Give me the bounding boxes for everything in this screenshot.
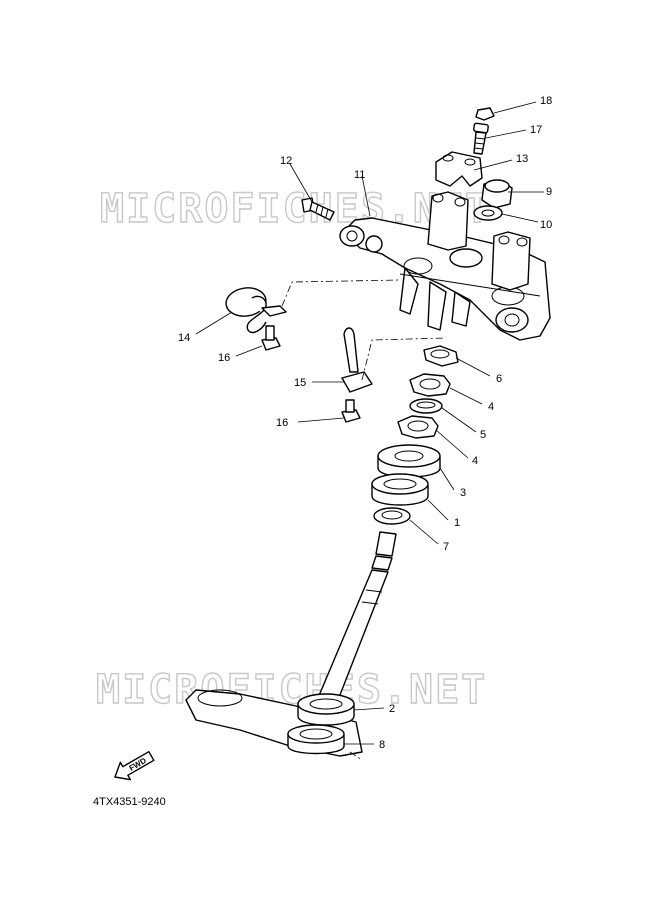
callout-6: 6 bbox=[496, 373, 502, 385]
steering-stem bbox=[317, 531, 397, 701]
seal-8 bbox=[287, 724, 345, 755]
upper-bracket bbox=[339, 191, 551, 341]
callout-4b: 4 bbox=[472, 455, 478, 467]
callout-10: 10 bbox=[540, 219, 552, 231]
callout-11: 11 bbox=[354, 169, 365, 181]
lock-washer-6 bbox=[423, 345, 459, 367]
ref-line-14 bbox=[281, 279, 401, 307]
bolt-12 bbox=[301, 197, 335, 221]
callout-14: 14 bbox=[178, 332, 190, 344]
callout-16a: 16 bbox=[218, 352, 230, 364]
callout-1: 1 bbox=[454, 517, 460, 529]
callout-labels: 18 17 13 9 10 11 12 14 16 6 15 4 16 5 4 … bbox=[178, 95, 552, 751]
cable-guide-15 bbox=[341, 327, 373, 393]
ref-line-15 bbox=[361, 337, 447, 381]
callout-13: 13 bbox=[516, 153, 528, 165]
callout-4a: 4 bbox=[488, 401, 494, 413]
callout-8: 8 bbox=[379, 739, 385, 751]
callout-9: 9 bbox=[546, 186, 552, 198]
callout-5: 5 bbox=[480, 429, 486, 441]
bearing-cover-3 bbox=[377, 444, 441, 478]
callout-16b: 16 bbox=[276, 417, 288, 429]
bolt-16a bbox=[261, 325, 281, 351]
callout-3: 3 bbox=[460, 487, 466, 499]
ball-race-1 bbox=[371, 473, 429, 506]
band-14 bbox=[225, 287, 287, 334]
handlebar-holder bbox=[435, 151, 483, 187]
cap-18 bbox=[475, 107, 495, 121]
seal-7 bbox=[373, 507, 411, 525]
ref-line-stem bbox=[349, 751, 363, 761]
washer-5 bbox=[409, 398, 443, 414]
callout-7: 7 bbox=[443, 541, 449, 553]
diagram-code: 4TX4351-9240 bbox=[93, 796, 166, 808]
ring-nut-4b bbox=[397, 415, 439, 439]
leader-lines bbox=[195, 101, 544, 745]
ring-nut-4a bbox=[409, 373, 451, 397]
callout-18: 18 bbox=[540, 95, 552, 107]
fwd-arrow-icon: FWD bbox=[114, 750, 155, 781]
washer-10 bbox=[473, 205, 503, 221]
callout-15: 15 bbox=[294, 377, 306, 389]
ball-race-2 bbox=[297, 693, 355, 726]
nut-9 bbox=[481, 179, 513, 209]
callout-2: 2 bbox=[389, 703, 395, 715]
bolt-16b bbox=[341, 399, 361, 423]
watermark-top: MICROFICHES.NET bbox=[100, 186, 491, 232]
bolt-17 bbox=[473, 122, 489, 155]
callout-17: 17 bbox=[530, 124, 542, 136]
callout-12: 12 bbox=[280, 155, 292, 167]
